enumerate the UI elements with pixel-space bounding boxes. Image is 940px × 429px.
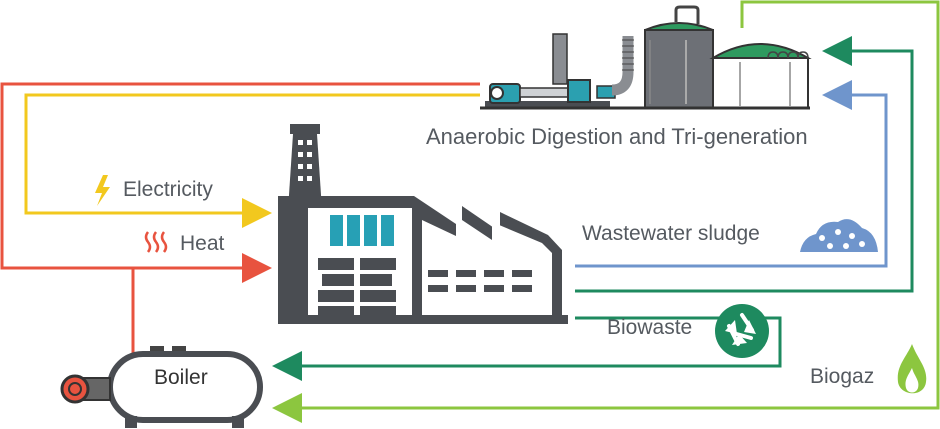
flame-icon <box>897 344 927 394</box>
sludge-flow-line <box>575 93 888 268</box>
sludge-label: Wastewater sludge <box>582 222 760 245</box>
sludge-arrow <box>822 80 852 110</box>
sludge-pile-icon <box>800 219 878 252</box>
heat-flow-line <box>0 82 480 360</box>
biogaz-label: Biogaz <box>810 365 875 388</box>
electricity-arrow <box>242 198 272 228</box>
biowaste-arrow-boiler <box>272 351 302 381</box>
ad-title-label: Anaerobic Digestion and Tri-generation <box>426 124 808 149</box>
lightning-icon <box>95 175 110 206</box>
electricity-label: Electricity <box>123 178 213 201</box>
biowaste-flow-line <box>575 49 914 293</box>
boiler <box>60 346 263 428</box>
biogaz-arrow <box>272 393 302 423</box>
electricity-flow-line <box>24 93 480 215</box>
biogaz-flow-line <box>300 0 940 410</box>
digestion-plant <box>480 5 812 110</box>
heat-label: Heat <box>180 232 225 255</box>
heat-waves-icon <box>144 231 168 253</box>
biowaste-arrow-top <box>822 36 852 66</box>
factory-building <box>278 124 568 324</box>
biowaste-label: Biowaste <box>607 316 693 339</box>
boiler-label: Boiler <box>154 366 208 389</box>
recycle-icon <box>715 304 769 358</box>
biowaste-to-boiler-line <box>300 316 782 368</box>
heat-arrow <box>242 253 272 283</box>
